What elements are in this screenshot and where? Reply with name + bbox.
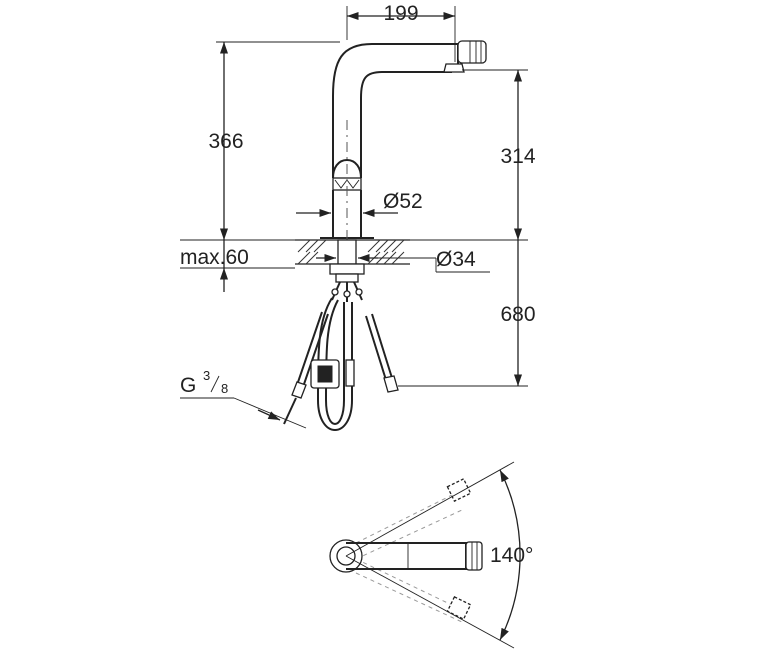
dim-199-label: 199 <box>383 2 418 25</box>
dim-g-num: 3 <box>203 368 210 383</box>
mounting-nut <box>329 263 365 275</box>
dim-total-height: 366 <box>208 41 340 240</box>
dim-g-label: G <box>180 374 196 397</box>
dim-314-label: 314 <box>500 145 535 168</box>
dim-max60-label: max.60 <box>180 246 249 269</box>
dim-deck-thickness: max.60 <box>180 239 295 292</box>
spray-head <box>457 40 487 64</box>
dim-hose-length: 680 <box>398 240 536 387</box>
dim-g-den: 8 <box>221 381 228 396</box>
dim-o34-label: Ø34 <box>436 248 476 271</box>
dim-body-diameter: Ø52 <box>296 190 423 218</box>
faucet-side-view <box>320 40 487 270</box>
dim-spout-reach: 199 <box>346 2 456 62</box>
faucet-top-view: 140° <box>329 461 533 649</box>
dim-spout-height: 314 <box>410 69 536 241</box>
swivel-arc <box>499 469 521 641</box>
sink-deck <box>295 239 410 283</box>
supply-hoses <box>283 281 399 431</box>
dim-connection-thread: G 3 8 <box>180 368 307 429</box>
dim-angle-label: 140° <box>490 544 533 567</box>
dim-hole-diameter: Ø34 <box>316 248 490 273</box>
dim-o52-label: Ø52 <box>383 190 423 213</box>
spray-head-top <box>465 541 483 571</box>
dim-680-label: 680 <box>500 303 535 326</box>
outlet-nozzle <box>443 63 465 73</box>
dim-366-label: 366 <box>208 130 243 153</box>
